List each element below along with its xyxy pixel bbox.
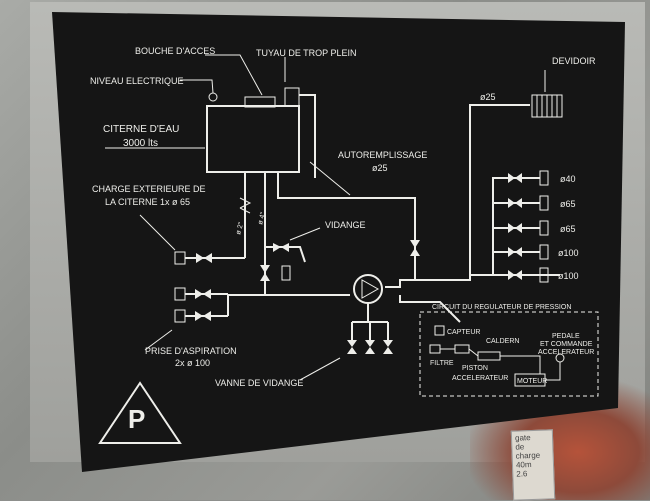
overflow-line [299,94,316,178]
outlet-label: ø65 [560,224,576,234]
label-capteur: CAPTEUR [447,329,480,336]
label-autoremplissage: AUTOREMPLISSAGE [338,150,427,160]
charge-connector [174,251,186,265]
label-piston: PISTON [462,365,488,372]
label-pedale-1: PEDALE [552,333,580,340]
pedale-icon [555,353,565,363]
main-pipe-right [385,274,560,288]
leader-bouche [205,54,263,96]
access-hatch [244,96,276,108]
valve-icon [410,240,420,256]
label-caldern: CALDERN [486,338,519,345]
outlet-label: ø40 [560,174,576,184]
valve-icon [508,173,522,280]
water-tank [206,105,300,173]
valve-icon [347,340,357,354]
vidange-cap [281,265,291,281]
logo-letter: P [128,404,145,434]
label-prise-1: PRISE D'ASPIRATION [145,346,237,356]
leader-prise [144,329,173,351]
hose-reel-pipe [469,104,530,275]
label-accelerateur: ACCELERATEUR [452,375,508,382]
label-charge-2: LA CITERNE 1x ø 65 [105,197,190,207]
valve-icon [273,243,289,252]
label-devidoir: DEVIDOIR [552,56,596,66]
label-niveau: NIVEAU ELECTRIQUE [90,76,184,86]
leader-vidange [289,227,321,241]
valve-icon [383,340,393,354]
label-vanne: VANNE DE VIDANGE [215,378,303,388]
label-charge-1: CHARGE EXTERIEURE DE [92,184,206,194]
label-vidange: VIDANGE [325,220,366,230]
valve-icon [195,311,211,321]
label-citerne: CITERNE D'EAU [103,124,179,135]
valve-icon [365,340,375,354]
outlet-manifold [492,177,540,275]
label-moteur: MOTEUR [517,378,547,385]
check-valve-icon [239,197,252,214]
outlet-label: ø100 [558,248,579,258]
label-citerne-cap: 3000 lts [123,138,158,149]
label-devidoir-dia: ø25 [480,92,496,102]
drain-manifold [351,303,389,340]
label-dia-2: ø 2" [235,221,245,235]
outlet-connector [539,170,549,283]
regulator-box [419,311,599,397]
valve-icon [196,253,212,263]
valve-icon [260,265,270,281]
outlet-label: ø65 [560,199,576,209]
valve-icon [195,289,211,299]
label-tuyau: TUYAU DE TROP PLEIN [256,48,357,58]
black-plate [52,12,625,472]
label-bouche: BOUCHE D'ACCES [135,46,215,56]
label-dia-4: ø 4" [257,211,267,225]
label-auto-dia: ø25 [372,163,388,173]
label-circuit: CIRCUIT DU REGULATEUR DE PRESSION [432,304,571,311]
leader-niveau [180,79,214,94]
pump-arrow [361,279,380,299]
leader-charge [139,214,176,251]
logo-triangle [98,381,182,444]
overflow-pipe [284,87,300,107]
leader-auto [309,161,351,196]
regulator-wiring [440,348,561,381]
label-filtre: FILTRE [430,360,454,367]
pipe-autoremplissage [277,172,416,280]
label-pedale-3: ACCELERATEUR [538,349,594,356]
label-prise-2: 2x ø 100 [175,358,210,368]
leader-vanne [299,357,341,381]
capteur-icon [434,325,445,336]
outlet-label: ø100 [558,271,579,281]
label-pedale-2: ET COMMANDE [540,341,593,348]
